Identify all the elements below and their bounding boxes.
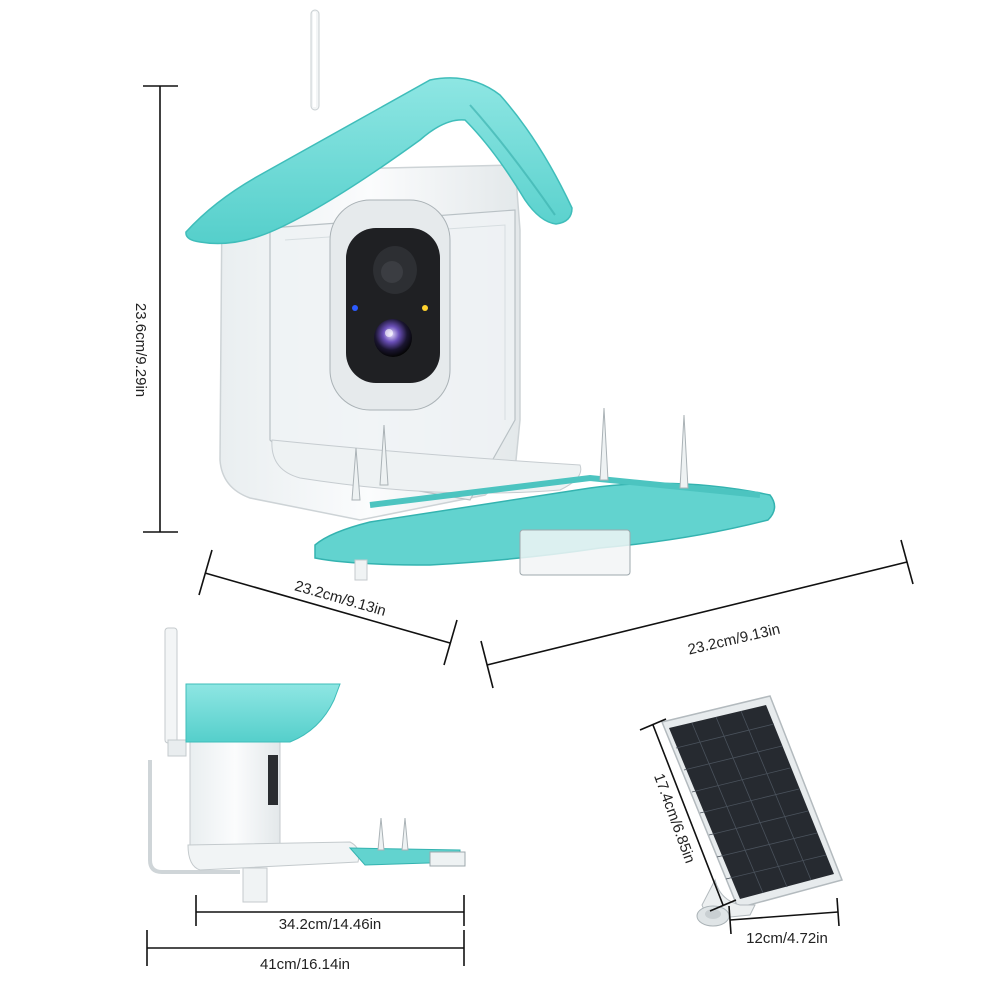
perch-spikes bbox=[351, 407, 689, 501]
roof bbox=[185, 77, 573, 245]
dim-side-depth-label: 34.2cm/14.46in bbox=[279, 916, 382, 933]
dim-solar-height bbox=[639, 718, 737, 912]
dim-height bbox=[143, 85, 178, 533]
dim-depth bbox=[198, 549, 458, 666]
dim-solar-width-label: 12cm/4.72in bbox=[746, 930, 828, 947]
dim-height-label: 23.6cm/9.29in bbox=[132, 303, 149, 397]
dim-depth-label: 23.2cm/9.13in bbox=[293, 578, 388, 620]
side-feeder-image bbox=[148, 627, 466, 903]
antenna bbox=[310, 9, 320, 111]
dim-width-label: 23.2cm/9.13in bbox=[686, 621, 782, 659]
main-feeder-image bbox=[185, 9, 776, 581]
dim-side-total bbox=[146, 930, 465, 966]
camera-lens bbox=[374, 319, 412, 357]
perch bbox=[314, 482, 776, 566]
side-roof bbox=[185, 683, 341, 743]
camera-module bbox=[329, 199, 451, 411]
dim-side-total-label: 41cm/16.14in bbox=[260, 956, 350, 973]
solar-panel-image bbox=[660, 695, 844, 927]
dim-solar-width bbox=[728, 897, 840, 935]
dim-side-depth bbox=[195, 895, 465, 926]
seed-tray bbox=[271, 439, 582, 494]
dim-width bbox=[480, 539, 914, 689]
